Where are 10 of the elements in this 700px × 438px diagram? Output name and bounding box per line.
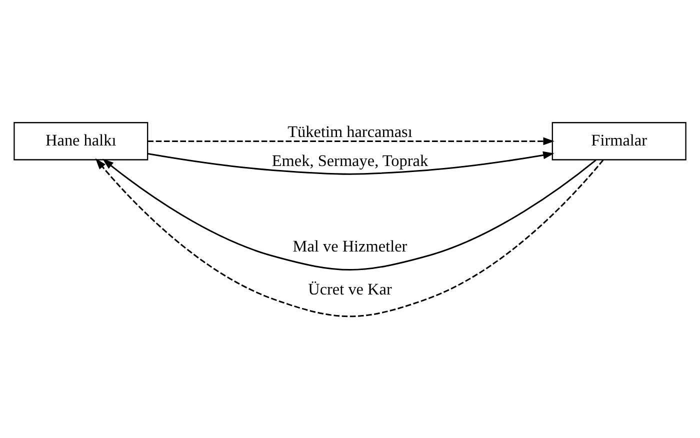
node-box: Firmalar bbox=[552, 122, 686, 160]
arrow bbox=[95, 158, 604, 317]
arrow bbox=[148, 150, 554, 174]
edge-label: Mal ve Hizmetler bbox=[292, 237, 408, 256]
edge-label: Tüketim harcaması bbox=[288, 122, 412, 140]
edge-label: Ücret ve Kar bbox=[308, 280, 392, 298]
arrow bbox=[102, 158, 596, 270]
arrow bbox=[148, 136, 554, 145]
edge-label: Emek, Sermaye, Toprak bbox=[272, 151, 428, 170]
node-box: Hane halkı bbox=[14, 122, 148, 160]
